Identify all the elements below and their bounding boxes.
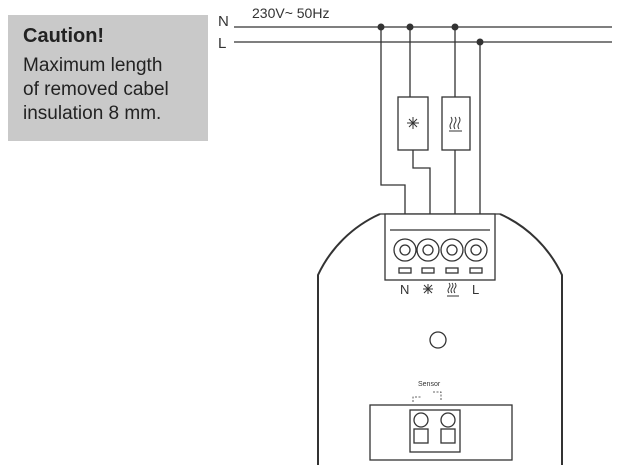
n-label: N	[218, 13, 229, 30]
sensor-symbol	[412, 391, 442, 402]
caution-line: of removed cabel	[23, 79, 169, 100]
caution-line: Maximum length	[23, 55, 163, 76]
terminal-l-label: L	[472, 282, 479, 297]
heating-load	[441, 96, 471, 151]
l-label: L	[218, 35, 226, 52]
terminal-n-label: N	[400, 282, 409, 297]
heating-icon	[449, 116, 462, 132]
snowflake-icon	[423, 284, 433, 294]
thermostat-device: N L Sensor	[317, 213, 563, 465]
terminal-screws	[393, 238, 488, 274]
caution-line: insulation 8 mm.	[23, 103, 162, 124]
heating-icon	[447, 282, 459, 297]
cooling-load	[397, 96, 429, 151]
status-led	[429, 331, 447, 349]
terminal-block	[384, 213, 496, 281]
wires	[380, 27, 481, 214]
caution-title: Caution!	[23, 25, 105, 47]
snowflake-icon	[407, 117, 419, 129]
voltage-label: 230V~ 50Hz	[252, 5, 329, 21]
sensor-label: Sensor	[418, 381, 441, 388]
caution-box: Caution! Maximum length of removed cabel…	[8, 15, 208, 141]
